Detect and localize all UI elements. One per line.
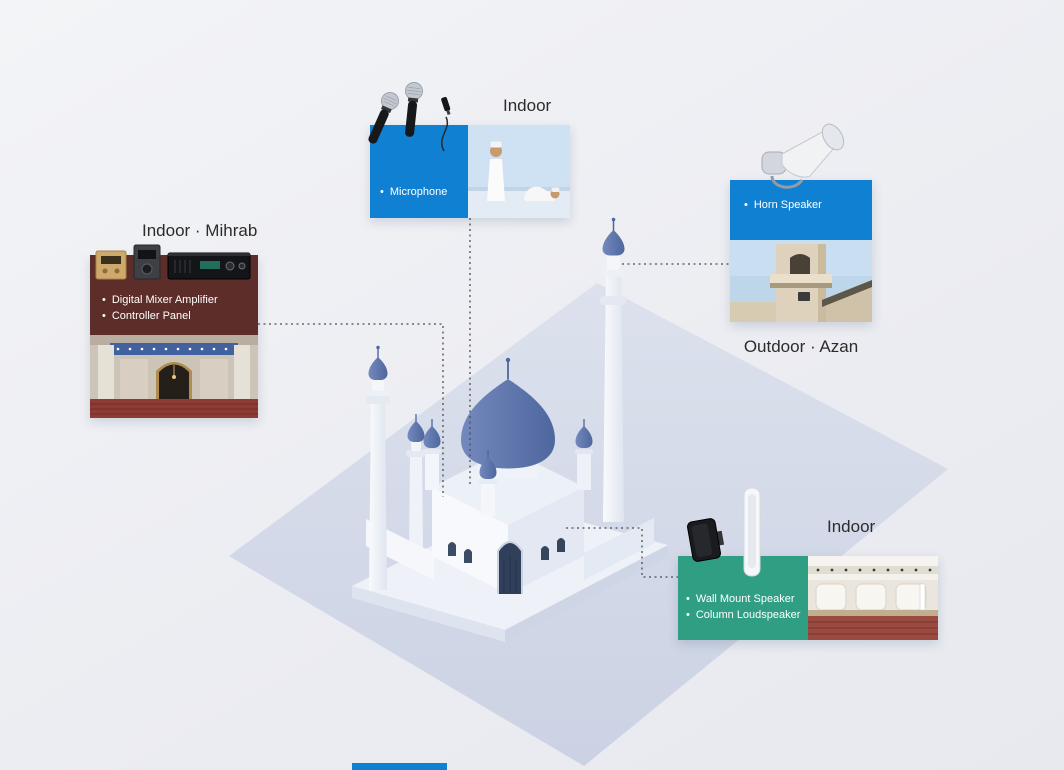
mihrab-callout-card: Digital Mixer Amplifier Controller Panel xyxy=(90,244,258,418)
left-minaret xyxy=(366,345,390,590)
minaret-tower-photo xyxy=(730,240,872,322)
microphone-item-label: Microphone xyxy=(380,184,447,200)
bottom-accent-strip xyxy=(352,763,447,770)
hall-callout-title: Indoor xyxy=(827,517,876,536)
small-left-minaret xyxy=(406,414,426,556)
connector-lines xyxy=(258,218,730,578)
horn-callout-card: Horn Speaker xyxy=(730,123,872,322)
hall-item-label: Column Loudspeaker xyxy=(686,607,801,623)
right-corner-turret xyxy=(575,419,593,490)
left-corner-turret xyxy=(423,419,441,490)
wall-and-column-speaker-icon xyxy=(687,487,761,577)
hall-panel: Wall Mount Speaker Column Loudspeaker xyxy=(678,556,808,640)
congregation-praying-photo xyxy=(468,125,570,218)
horn-panel: Horn Speaker xyxy=(730,180,872,240)
front-turret xyxy=(479,450,497,516)
microphone-callout-card: Microphone xyxy=(368,82,570,218)
mihrab-interior-photo xyxy=(90,335,258,418)
handheld-microphones-icon xyxy=(368,82,451,152)
microphone-callout-title: Indoor xyxy=(503,96,552,115)
right-minaret xyxy=(600,217,626,522)
horn-item-label: Horn Speaker xyxy=(744,197,822,213)
horn-callout-title: Outdoor · Azan xyxy=(743,337,859,356)
mihrab-item-label: Controller Panel xyxy=(102,308,218,324)
mihrab-item-label: Digital Mixer Amplifier xyxy=(102,292,218,308)
connector-mihrab xyxy=(258,323,444,497)
mihrab-callout-title: Indoor · Mihrab xyxy=(142,221,258,240)
hall-item-label: Wall Mount Speaker xyxy=(686,591,800,607)
entrance-arch xyxy=(497,541,523,594)
amplifier-and-controller-icon xyxy=(95,244,251,280)
horn-speaker-icon xyxy=(761,123,845,189)
prayer-hall-photo xyxy=(808,556,938,640)
hall-callout-card: Wall Mount Speaker Column Loudspeaker xyxy=(678,487,938,640)
main-dome xyxy=(461,379,555,469)
microphone-panel: Microphone xyxy=(370,125,468,218)
connector-hall xyxy=(566,527,678,578)
mosque-illustration xyxy=(352,217,668,642)
